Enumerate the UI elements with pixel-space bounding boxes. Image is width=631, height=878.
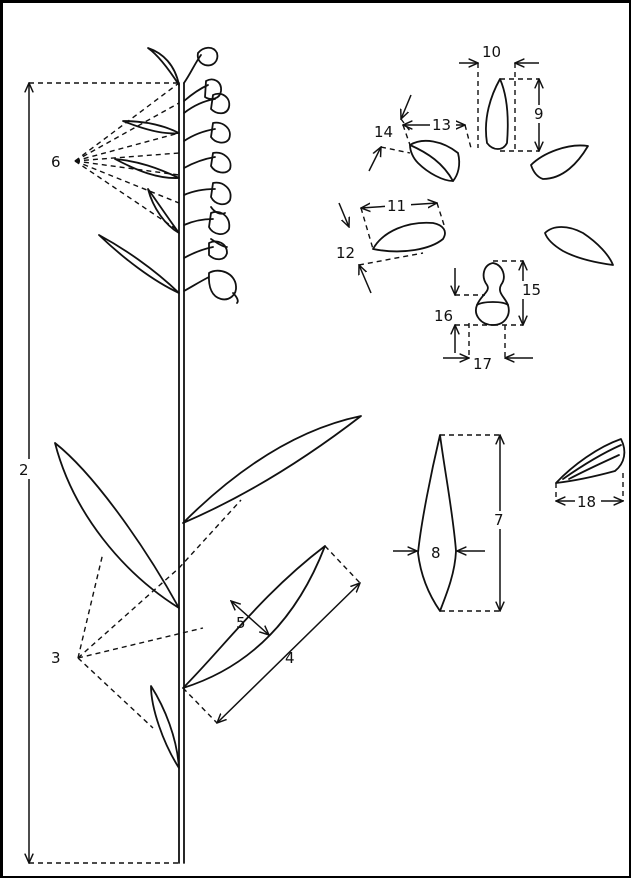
flower bbox=[184, 212, 229, 247]
lateral-petal bbox=[373, 223, 445, 252]
flower bbox=[184, 48, 217, 83]
bract-length-label: 7 bbox=[494, 511, 504, 529]
lip-length-label: 15 bbox=[522, 281, 541, 299]
bract-leaf bbox=[123, 121, 179, 133]
upper-stem-leaf-right bbox=[183, 416, 361, 523]
bract-leaf bbox=[99, 235, 179, 293]
dorsal-sepal bbox=[486, 79, 508, 149]
diagram-canvas: 2 6 3 4 5 7 8 bbox=[3, 3, 631, 878]
sepal-width-dimension bbox=[459, 63, 539, 151]
petal bbox=[410, 141, 459, 181]
hypochile-length-dimension bbox=[455, 268, 493, 353]
lateral-sepal-lower-right bbox=[545, 227, 613, 265]
hypochile-length-label: 16 bbox=[434, 307, 453, 325]
bract-leaf bbox=[115, 159, 179, 178]
bract-leaf bbox=[148, 189, 179, 233]
flower bbox=[184, 123, 230, 143]
measured-leaf bbox=[183, 546, 325, 688]
isolated-bract bbox=[418, 435, 456, 611]
leaf-length-label: 4 bbox=[285, 649, 295, 667]
basal-sheath-leaf bbox=[151, 686, 179, 768]
lip-width-dimension bbox=[443, 323, 533, 358]
plant-height-label: 2 bbox=[19, 461, 29, 479]
leaf-width-label: 5 bbox=[236, 614, 246, 632]
flower-pointer-lines bbox=[75, 83, 179, 231]
lip-width-label: 17 bbox=[473, 355, 492, 373]
sepal-length-label: 9 bbox=[534, 105, 544, 123]
lip bbox=[476, 263, 509, 325]
petal-width-label: 14 bbox=[374, 123, 393, 141]
leaf-group-label: 3 bbox=[51, 649, 61, 667]
sepal-width-label: 10 bbox=[482, 43, 501, 61]
bract-width-label: 8 bbox=[431, 544, 441, 562]
lateral-petal-width-label: 12 bbox=[336, 244, 355, 262]
flower bbox=[184, 183, 231, 214]
lateral-petal-length-label: 11 bbox=[387, 197, 406, 215]
leaf-pointer-lines bbox=[78, 500, 241, 728]
plant-stem bbox=[179, 83, 184, 863]
flower bbox=[184, 94, 229, 114]
flower bbox=[184, 153, 231, 173]
flower bbox=[184, 79, 221, 101]
flower bbox=[184, 271, 238, 303]
ovary-length-label: 18 bbox=[577, 493, 596, 511]
bract-leaf bbox=[148, 48, 179, 85]
flower-group-label: 6 bbox=[51, 153, 61, 171]
lower-leaf-left bbox=[55, 443, 179, 608]
petal-length-label: 13 bbox=[432, 116, 451, 134]
